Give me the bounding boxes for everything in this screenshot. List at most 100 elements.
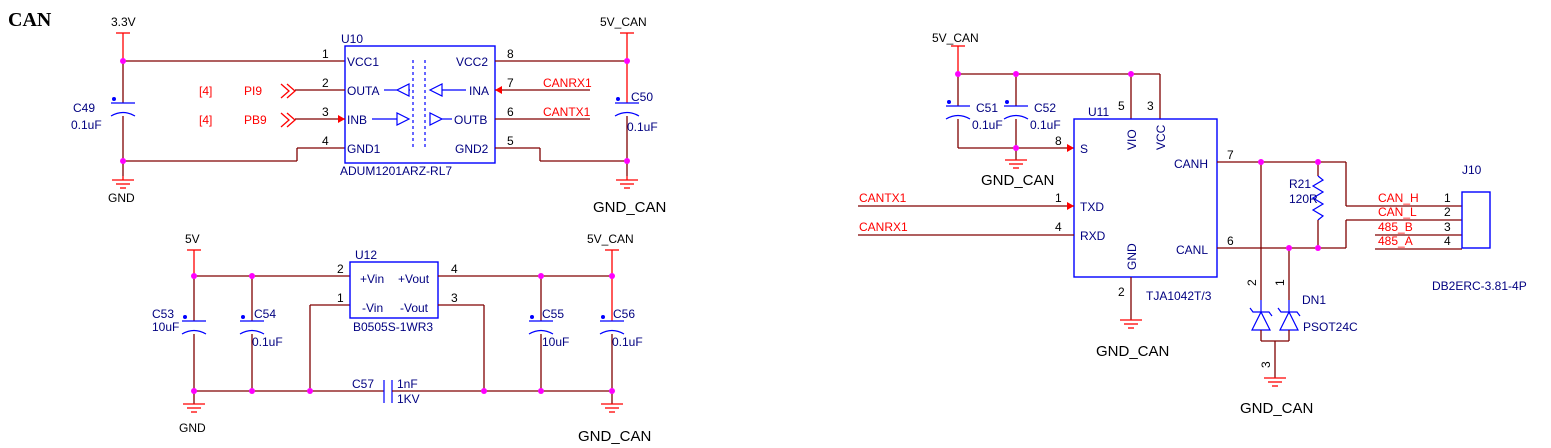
u11-num-2: 2 bbox=[1118, 285, 1125, 299]
c54-ref: C54 bbox=[254, 307, 276, 321]
u11-body bbox=[1073, 118, 1218, 278]
power-5v-label: 5V bbox=[185, 232, 200, 246]
tvs-diode-dn1: DN1 PSOT24C 2 1 3 bbox=[1245, 279, 1358, 378]
c50-value: 0.1uF bbox=[627, 120, 658, 134]
u10-isolation-symbol bbox=[372, 60, 466, 148]
u10-canrx1-label: CANRX1 bbox=[543, 76, 592, 90]
u12-num-2: 2 bbox=[337, 262, 344, 276]
u12-pin-vout-neg: -Vout bbox=[400, 301, 429, 315]
u11-num-4: 4 bbox=[1055, 220, 1062, 234]
u11-num-8: 8 bbox=[1055, 134, 1062, 148]
power-3v3-symbol: 3.3V bbox=[111, 15, 136, 61]
c53-value: 10uF bbox=[152, 320, 179, 334]
c55-ref: C55 bbox=[542, 307, 564, 321]
u11-pin-gnd: GND bbox=[1125, 243, 1139, 270]
c52-ref: C52 bbox=[1034, 101, 1056, 115]
u11-pin-canh: CANH bbox=[1174, 157, 1208, 171]
u11-num-6: 6 bbox=[1227, 234, 1234, 248]
gnd-label-u10: GND bbox=[108, 191, 135, 205]
dn1-num-3: 3 bbox=[1259, 361, 1273, 368]
u10-pin-ina: INA bbox=[469, 84, 489, 98]
u12-part: B0505S-1WR3 bbox=[353, 320, 433, 334]
gnd-can-symbol-u10: GND_CAN bbox=[593, 176, 666, 216]
c49-value: 0.1uF bbox=[71, 118, 102, 132]
power-5vcan-label-u11: 5V_CAN bbox=[932, 31, 979, 45]
j10-ref: J10 bbox=[1462, 163, 1482, 177]
gnd-symbol-u12: GND bbox=[179, 403, 206, 435]
net-pi9: [4] PI9 bbox=[199, 83, 345, 99]
dn1-num-1: 1 bbox=[1273, 279, 1287, 286]
u12-section: 5V C53 10uF C54 0.1uF GND bbox=[152, 232, 651, 445]
u11-num-7: 7 bbox=[1227, 148, 1234, 162]
power-5v-symbol: 5V bbox=[185, 232, 201, 276]
u11-pin-canl: CANL bbox=[1176, 243, 1208, 257]
u12-num-3: 3 bbox=[451, 291, 458, 305]
pb9-sheet-ref: [4] bbox=[199, 113, 212, 127]
c55-value: 10uF bbox=[542, 335, 569, 349]
c57-rating: 1KV bbox=[397, 392, 420, 406]
u11-pin-rxd: RXD bbox=[1080, 229, 1106, 243]
gnd-label-u12: GND bbox=[179, 421, 206, 435]
u11-num-3: 3 bbox=[1147, 99, 1154, 113]
c57-value: 1nF bbox=[397, 377, 418, 391]
c50-ref: C50 bbox=[631, 90, 653, 104]
u11-pin-txd: TXD bbox=[1080, 200, 1104, 214]
capacitor-c55: C55 10uF bbox=[528, 307, 569, 349]
c49-ref: C49 bbox=[73, 101, 95, 115]
dn1-ref: DN1 bbox=[1302, 293, 1326, 307]
c56-value: 0.1uF bbox=[612, 335, 643, 349]
j10-net-485-b: 485_B bbox=[1378, 220, 1413, 234]
u12-ref: U12 bbox=[355, 248, 377, 262]
u10-pin-outb: OUTB bbox=[454, 113, 487, 127]
u10-pin-gnd1: GND1 bbox=[347, 142, 381, 156]
u11-canrx1-label: CANRX1 bbox=[859, 220, 908, 234]
u11-part: TJA1042T/3 bbox=[1146, 289, 1212, 303]
capacitor-c53: C53 10uF bbox=[152, 307, 207, 335]
u10-num-8: 8 bbox=[507, 47, 514, 61]
u10-num-4: 4 bbox=[322, 134, 329, 148]
power-5vcan-symbol-u11: 5V_CAN bbox=[932, 31, 979, 74]
dn1-part: PSOT24C bbox=[1303, 320, 1358, 334]
c53-ref: C53 bbox=[152, 307, 174, 321]
capacitor-c49: C49 0.1uF bbox=[71, 97, 136, 132]
gnd-can-label-u12: GND_CAN bbox=[578, 428, 651, 445]
u10-cantx1-label: CANTX1 bbox=[543, 105, 591, 119]
capacitor-c51: C51 0.1uF bbox=[945, 100, 1003, 132]
gnd-can-label-u11: GND_CAN bbox=[1096, 343, 1169, 360]
dn1-num-2: 2 bbox=[1245, 279, 1259, 286]
u10-pin-gnd2: GND2 bbox=[455, 142, 489, 156]
u10-pin-vcc2: VCC2 bbox=[456, 55, 488, 69]
r21-value: 120R bbox=[1289, 192, 1318, 206]
pi9-sheet-ref: [4] bbox=[199, 84, 212, 98]
pi9-label: PI9 bbox=[244, 84, 262, 98]
power-5vcan-symbol-u12: 5V_CAN bbox=[587, 232, 634, 321]
gnd-can-symbol-dn1: GND_CAN bbox=[1240, 377, 1313, 417]
u11-pin-vcc: VCC bbox=[1154, 124, 1168, 150]
gnd-can-label-u10: GND_CAN bbox=[593, 199, 666, 216]
u10-num-2: 2 bbox=[322, 76, 329, 90]
pb9-label: PB9 bbox=[244, 113, 267, 127]
capacitor-c57: C57 1nF 1KV bbox=[352, 377, 420, 406]
u11-num-1: 1 bbox=[1055, 191, 1062, 205]
power-5vcan-label-u10: 5V_CAN bbox=[600, 15, 647, 29]
resistor-r21: R21 120R bbox=[1289, 162, 1325, 248]
u12-pin-vin-pos: +Vin bbox=[360, 272, 384, 286]
gnd-can-label-u11-caps: GND_CAN bbox=[981, 172, 1054, 189]
u11-pin-s: S bbox=[1080, 142, 1088, 156]
capacitor-c50: C50 0.1uF bbox=[614, 90, 658, 134]
j10-num-3: 3 bbox=[1444, 220, 1451, 234]
j10-net-can-l: CAN_L bbox=[1378, 205, 1417, 219]
u10-pin-vcc1: VCC1 bbox=[347, 55, 379, 69]
u11-pin-vio: VIO bbox=[1125, 129, 1139, 150]
net-pb9: [4] PB9 bbox=[199, 112, 345, 128]
c57-ref: C57 bbox=[352, 377, 374, 391]
u10-section: 3.3V C49 0.1uF GND U10 ADUM1201ARZ bbox=[71, 15, 666, 216]
u10-num-7: 7 bbox=[507, 76, 514, 90]
capacitor-c52: C52 0.1uF bbox=[1003, 100, 1061, 132]
u12-num-4: 4 bbox=[451, 262, 458, 276]
gnd-can-symbol-u12: GND_CAN bbox=[578, 403, 651, 445]
u10-part: ADUM1201ARZ-RL7 bbox=[340, 164, 452, 178]
gnd-can-symbol-u11: GND_CAN bbox=[1096, 319, 1169, 360]
u12-pin-vout-pos: +Vout bbox=[398, 272, 430, 286]
